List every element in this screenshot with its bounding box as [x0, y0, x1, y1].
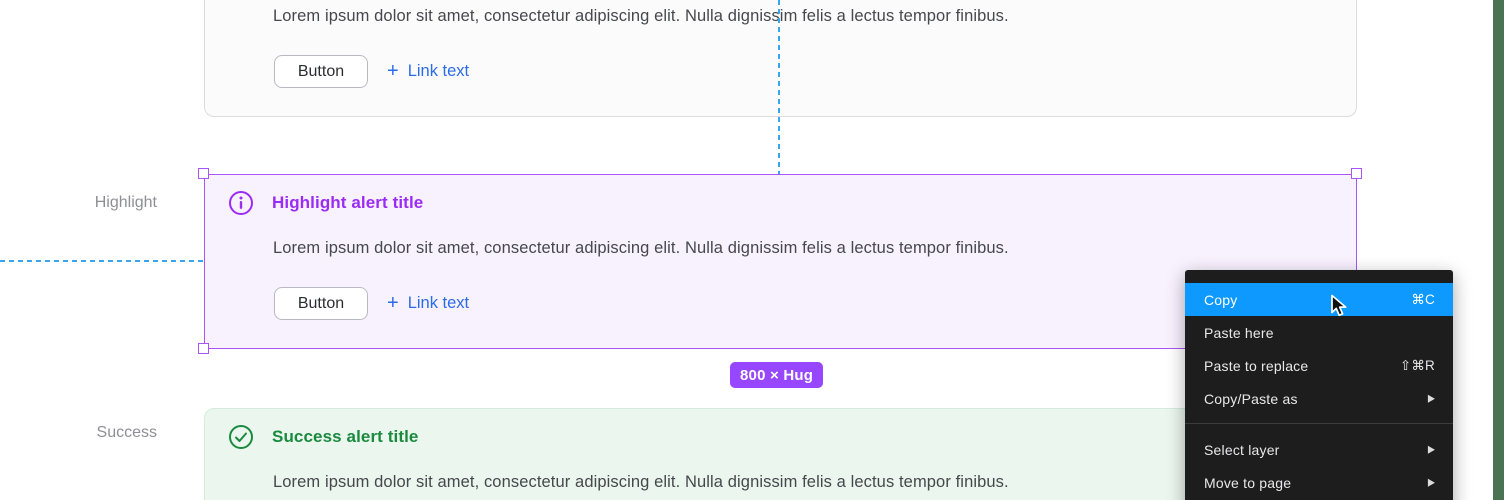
alert-button[interactable]: Button	[274, 287, 368, 320]
alert-card-highlight[interactable]: Highlight alert title Lorem ipsum dolor …	[204, 174, 1357, 349]
alert-link-label: Link text	[407, 294, 470, 312]
alert-actions: Button + Link text	[274, 55, 469, 88]
alert-button[interactable]: Button	[274, 55, 368, 88]
selection-size-badge: 800 × Hug	[730, 362, 824, 388]
submenu-arrow-icon: ▶	[1427, 443, 1435, 455]
menu-item-move-to-page[interactable]: Move to page ▶	[1185, 466, 1453, 499]
alert-link[interactable]: + Link text	[387, 291, 470, 314]
menu-item-paste-here[interactable]: Paste here	[1185, 316, 1453, 349]
menu-item-paste-to-replace[interactable]: Paste to replace ⇧⌘R	[1185, 349, 1453, 382]
alert-body-text: Lorem ipsum dolor sit amet, consectetur …	[273, 7, 1009, 25]
alert-link-label: Link text	[407, 62, 470, 80]
alert-body-text: Lorem ipsum dolor sit amet, consectetur …	[273, 473, 1009, 491]
alert-card-success[interactable]: Success alert title Lorem ipsum dolor si…	[204, 408, 1357, 500]
menu-item-copy[interactable]: Copy ⌘C	[1185, 283, 1453, 316]
alert-head: Success alert title	[228, 424, 418, 450]
submenu-arrow-icon: ▶	[1427, 476, 1435, 488]
menu-item-label: Copy/Paste as	[1204, 390, 1298, 407]
selection-handle-top-right[interactable]	[1351, 168, 1362, 179]
menu-item-select-layer[interactable]: Select layer ▶	[1185, 433, 1453, 466]
info-icon	[229, 191, 253, 215]
section-label-highlight: Highlight	[94, 194, 157, 211]
menu-item-shortcut: ⇧⌘R	[1399, 357, 1435, 373]
submenu-arrow-icon: ▶	[1427, 392, 1435, 404]
alert-head: Highlight alert title	[228, 190, 423, 216]
menu-item-label: Move to page	[1204, 474, 1292, 491]
context-menu: Copy ⌘C Paste here Paste to replace ⇧⌘R …	[1185, 270, 1453, 500]
adjacent-window-strip	[1493, 0, 1504, 500]
alignment-guide-vertical	[778, 0, 780, 174]
selection-handle-top-left[interactable]	[198, 168, 209, 179]
section-label-success: Success	[96, 424, 157, 441]
menu-item-shortcut: ⌘C	[1411, 291, 1435, 307]
plus-icon: +	[387, 59, 399, 82]
alert-actions: Button + Link text	[274, 287, 469, 320]
menu-item-label: Select layer	[1204, 441, 1280, 458]
menu-item-copy-paste-as[interactable]: Copy/Paste as ▶	[1185, 382, 1453, 415]
alignment-guide-horizontal	[0, 260, 203, 262]
alert-card-neutral[interactable]: Lorem ipsum dolor sit amet, consectetur …	[204, 0, 1357, 117]
cursor-arrow-icon	[1331, 294, 1347, 317]
menu-item-label: Copy	[1204, 291, 1238, 308]
menu-item-label: Paste here	[1204, 324, 1274, 341]
alert-title: Highlight alert title	[272, 193, 424, 212]
menu-separator	[1185, 423, 1453, 424]
alert-link[interactable]: + Link text	[387, 59, 470, 82]
menu-item-label: Paste to replace	[1204, 357, 1309, 374]
selection-handle-bottom-left[interactable]	[198, 343, 209, 354]
alert-title: Success alert title	[272, 427, 419, 446]
plus-icon: +	[387, 291, 399, 314]
check-circle-icon	[229, 425, 253, 449]
alert-body-text: Lorem ipsum dolor sit amet, consectetur …	[273, 239, 1009, 257]
